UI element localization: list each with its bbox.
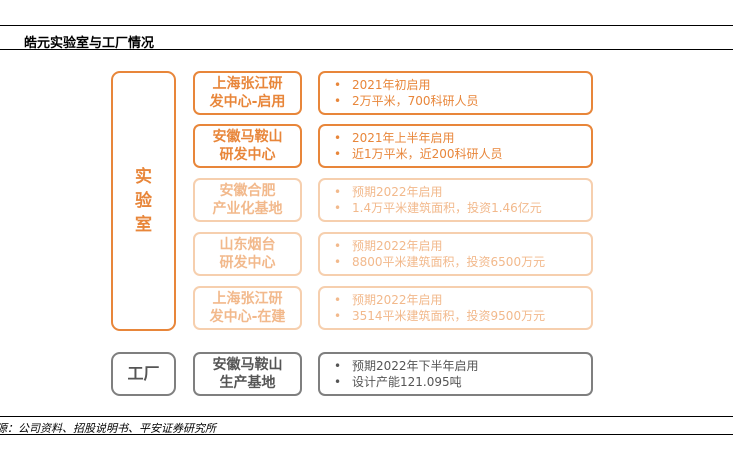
site-desc-item: 2万平米，700科研人员 [334, 93, 591, 109]
site-desc-item: 2021年初启用 [334, 77, 591, 93]
site-desc-item: 3514平米建筑面积，投资9500万元 [334, 308, 591, 324]
site-name-box: 安徽马鞍山 生产基地 [193, 352, 302, 396]
site-name-line: 研发中心 [219, 255, 276, 271]
site-desc-item: 预期2022年启用 [334, 238, 591, 254]
site-name-line: 生产基地 [219, 375, 276, 391]
site-desc-item: 近1万平米，近200科研人员 [334, 146, 591, 162]
lab-group-box: 实验室 [111, 71, 176, 331]
site-name-line: 山东烟台 [219, 237, 276, 253]
page-title: 皓元实验室与工厂情况 [24, 36, 155, 51]
site-name-line: 安徽马鞍山 [212, 357, 283, 373]
site-name-line: 发中心-在建 [209, 309, 286, 325]
factory-group-label: 工厂 [127, 364, 160, 383]
lab-group-char: 实 [135, 167, 152, 187]
site-desc-item: 1.4万平米建筑面积，投资1.46亿元 [334, 200, 591, 216]
site-name-line: 安徽马鞍山 [212, 129, 283, 145]
site-desc-item: 2021年上半年启用 [334, 130, 591, 146]
factory-group-box: 工厂 [111, 352, 176, 396]
site-name-line: 上海张江研 [212, 291, 283, 307]
site-desc-item: 8800平米建筑面积，投资6500万元 [334, 254, 591, 270]
site-desc-item: 设计产能121.095吨 [334, 374, 591, 390]
site-name-box: 安徽马鞍山 研发中心 [193, 124, 302, 168]
site-desc-box: 预期2022年启用 1.4万平米建筑面积，投资1.46亿元 [318, 178, 593, 222]
site-desc-box: 预期2022年启用 3514平米建筑面积，投资9500万元 [318, 286, 593, 330]
site-name-line: 产业化基地 [212, 201, 283, 217]
top-rule [0, 25, 733, 26]
lab-group-char: 室 [135, 215, 152, 235]
site-desc-box: 预期2022年下半年启用 设计产能121.095吨 [318, 352, 593, 396]
site-desc-item: 预期2022年启用 [334, 184, 591, 200]
site-name-box: 安徽合肥 产业化基地 [193, 178, 302, 222]
site-name-line: 上海张江研 [212, 76, 283, 92]
site-name-box: 山东烟台 研发中心 [193, 232, 302, 276]
source-note: 源：公司资料、招股说明书、平安证券研究所 [0, 422, 216, 435]
site-desc-box: 2021年上半年启用 近1万平米，近200科研人员 [318, 124, 593, 168]
lab-group-label: 实验室 [135, 165, 152, 237]
title-rule [0, 49, 733, 50]
site-desc-item: 预期2022年下半年启用 [334, 358, 591, 374]
site-name-line: 发中心-启用 [209, 94, 286, 110]
site-name-line: 研发中心 [219, 147, 276, 163]
site-desc-box: 2021年初启用 2万平米，700科研人员 [318, 71, 593, 115]
site-name-box: 上海张江研 发中心-在建 [193, 286, 302, 330]
site-desc-box: 预期2022年启用 8800平米建筑面积，投资6500万元 [318, 232, 593, 276]
footer-rule [0, 416, 733, 417]
site-desc-item: 预期2022年启用 [334, 292, 591, 308]
lab-group-char: 验 [135, 191, 152, 211]
site-name-box: 上海张江研 发中心-启用 [193, 71, 302, 115]
bottom-rule [0, 434, 733, 435]
site-name-line: 安徽合肥 [219, 183, 276, 199]
